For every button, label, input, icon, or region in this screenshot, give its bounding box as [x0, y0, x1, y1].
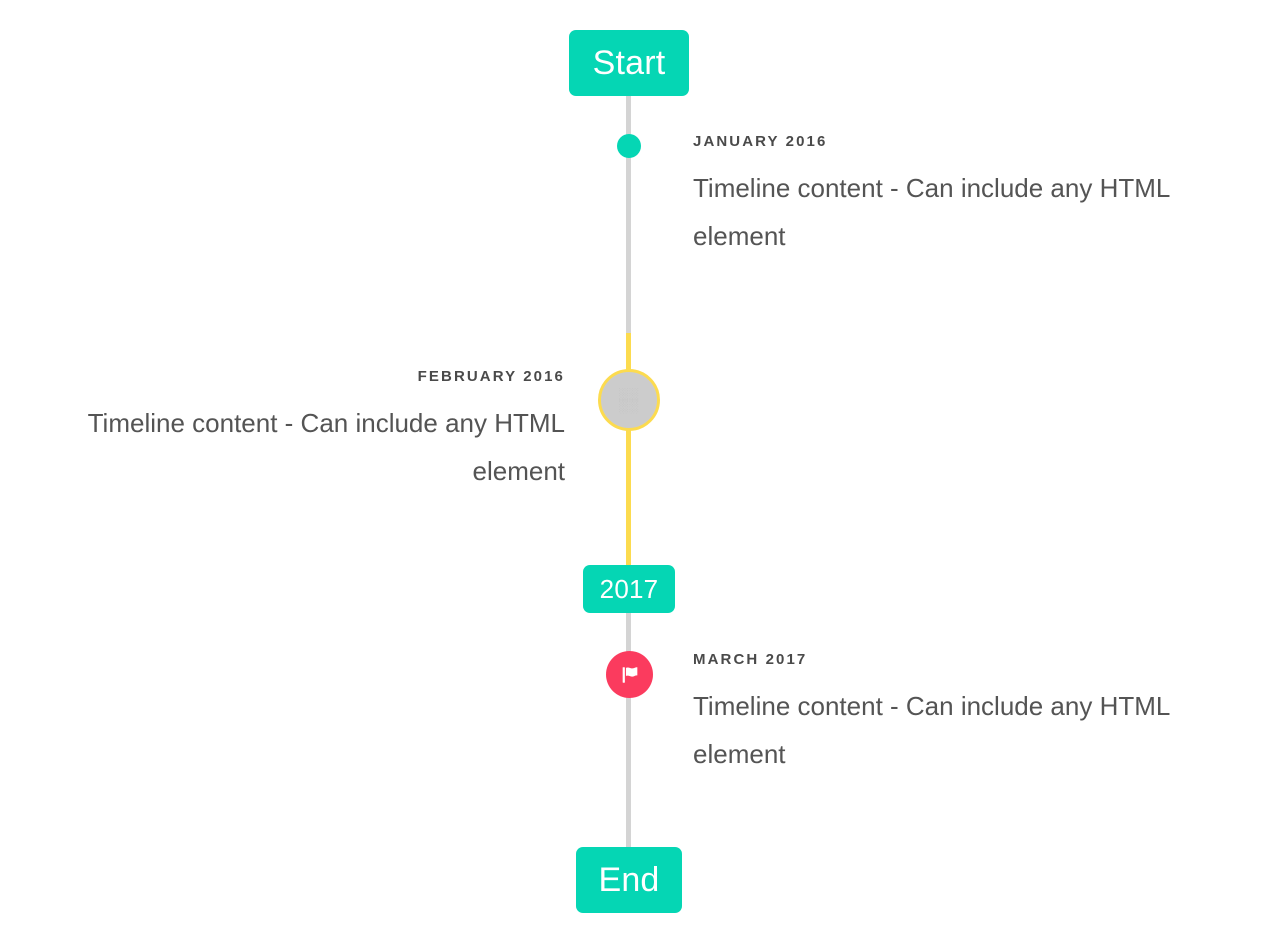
timeline-event-january: January 2016 Timeline content - Can incl…: [693, 133, 1233, 260]
timeline-rail-segment-gray-bottom: [626, 613, 631, 847]
timeline-end-badge[interactable]: End: [576, 847, 682, 913]
timeline-event-march: March 2017 Timeline content - Can includ…: [693, 651, 1233, 778]
timeline-event-date: January 2016: [693, 133, 828, 150]
missing-glyph-icon: ░░ ░░: [618, 387, 640, 413]
timeline-event-date: February 2016: [417, 368, 565, 385]
timeline-event-body: Timeline content - Can include any HTML …: [693, 691, 1170, 769]
flag-icon: [622, 666, 637, 683]
timeline-event-body: Timeline content - Can include any HTML …: [87, 408, 565, 486]
timeline-rail-segment-gray-top: [626, 95, 631, 333]
timeline-event-body: Timeline content - Can include any HTML …: [693, 173, 1170, 251]
timeline-event-date: March 2017: [693, 651, 808, 668]
timeline-marker-circle-march[interactable]: [606, 651, 653, 698]
timeline-start-badge[interactable]: Start: [569, 30, 689, 96]
timeline-rail-segment-yellow: [626, 333, 631, 565]
timeline-event-february: February 2016 Timeline content - Can inc…: [20, 368, 565, 495]
timeline-year-badge-2017[interactable]: 2017: [583, 565, 675, 613]
timeline-marker-circle-february[interactable]: ░░ ░░: [598, 369, 660, 431]
timeline-marker-dot-january[interactable]: [617, 134, 641, 158]
